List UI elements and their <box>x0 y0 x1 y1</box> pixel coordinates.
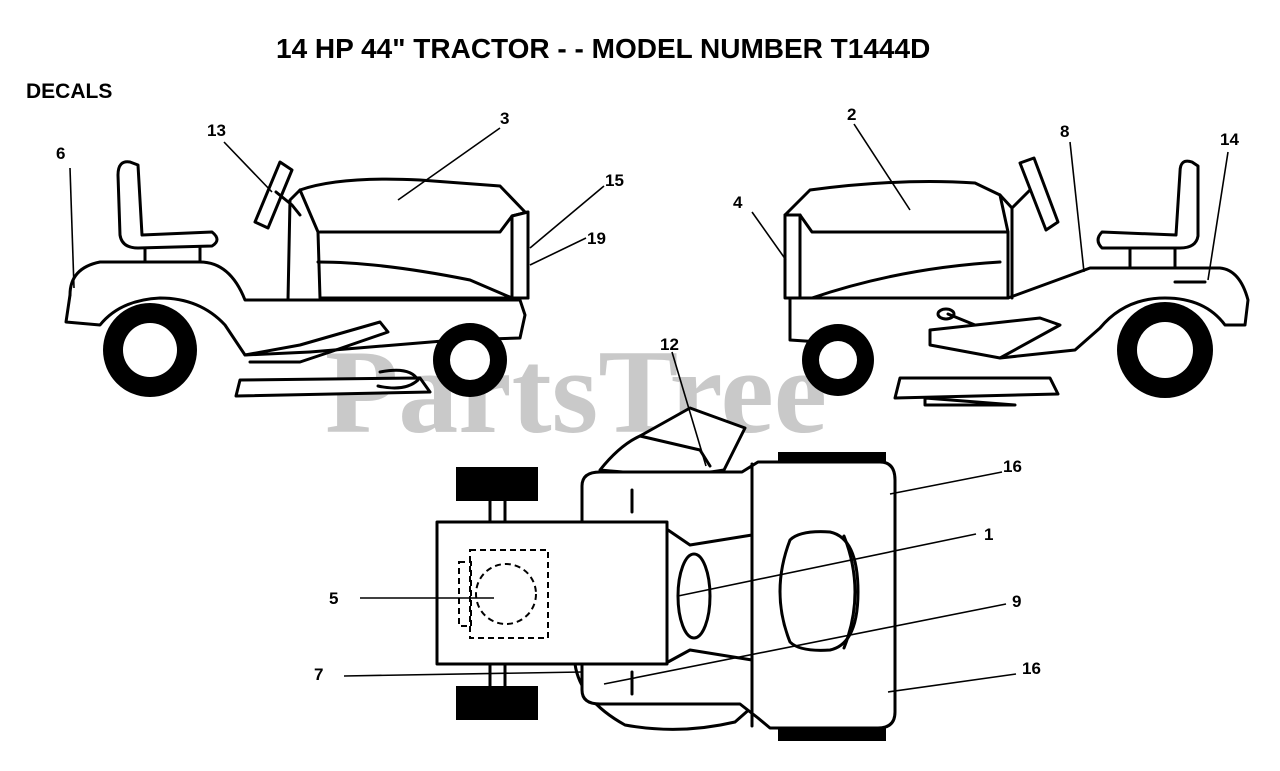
callout-14: 14 <box>1220 130 1239 149</box>
callout-3: 3 <box>500 109 509 128</box>
callout-13: 13 <box>207 121 226 140</box>
callout-7: 7 <box>314 665 323 684</box>
callout-numbers: 6 13 3 15 19 2 4 8 14 12 16 1 5 9 7 16 <box>56 105 1239 684</box>
tractor-top-view <box>435 406 897 741</box>
callout-12: 12 <box>660 335 679 354</box>
callout-6: 6 <box>56 144 65 163</box>
callout-4: 4 <box>733 193 743 212</box>
callout-15: 15 <box>605 171 624 190</box>
callout-16-top: 16 <box>1003 457 1022 476</box>
callout-19: 19 <box>587 229 606 248</box>
tractor-right-side-view <box>783 156 1250 407</box>
leader-lines <box>69 123 1229 693</box>
tractor-left-side-view <box>64 160 530 398</box>
callout-16-bottom: 16 <box>1022 659 1041 678</box>
diagram-title: 14 HP 44" TRACTOR - - MODEL NUMBER T1444… <box>276 33 930 64</box>
callout-5: 5 <box>329 589 338 608</box>
section-label: DECALS <box>26 80 112 103</box>
callout-8: 8 <box>1060 122 1069 141</box>
callout-1: 1 <box>984 525 993 544</box>
callout-9: 9 <box>1012 592 1021 611</box>
callout-2: 2 <box>847 105 856 124</box>
